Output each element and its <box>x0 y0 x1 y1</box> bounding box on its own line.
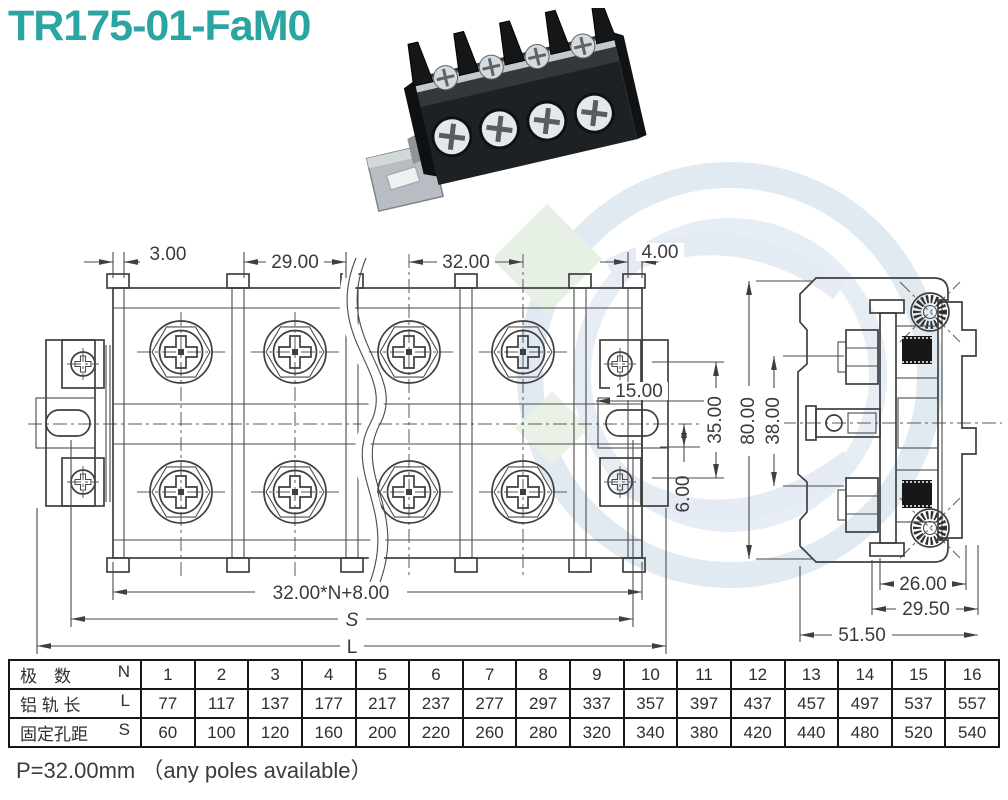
spec-cell: 14 <box>837 659 893 690</box>
terminal-block-photo <box>365 8 647 213</box>
spec-cell: 4 <box>300 659 357 690</box>
spec-cell: 520 <box>890 717 947 748</box>
dim-label: 15.00 <box>615 381 663 402</box>
spec-cell: 420 <box>729 717 786 748</box>
spec-cell: 9 <box>569 659 625 690</box>
spec-cell: 100 <box>193 717 250 748</box>
spec-cell: 380 <box>676 717 732 748</box>
spec-cell: 3 <box>247 659 303 690</box>
front-screws <box>431 92 615 158</box>
break-line <box>339 255 389 596</box>
spec-cell: 12 <box>729 659 786 690</box>
spec-cell: 177 <box>300 688 357 719</box>
spec-cell: 60 <box>140 717 196 748</box>
pitch-note: P=32.00mm （any poles available） <box>16 758 373 783</box>
dim-label: 32.00 <box>442 252 490 273</box>
spec-cell: 5 <box>354 659 411 690</box>
dim-label: 38.00 <box>763 397 784 445</box>
spec-cell: 357 <box>622 688 679 719</box>
spec-cell: 480 <box>837 717 893 748</box>
spec-cell: 160 <box>300 717 357 748</box>
front-view-dimensions: 3.00 29.00 32.00 4.00 <box>36 242 726 658</box>
dim-label: 26.00 <box>899 574 947 595</box>
spec-cell: 13 <box>783 659 840 690</box>
spec-cell: 320 <box>569 717 625 748</box>
dim-label: 3.00 <box>150 244 187 265</box>
spec-cell: 6 <box>408 659 464 690</box>
spec-cell: 200 <box>354 717 411 748</box>
spec-cell: 16 <box>944 659 1000 690</box>
terminal-screws <box>136 320 568 524</box>
spec-cell: 337 <box>569 688 625 719</box>
watermark-logo <box>491 162 943 588</box>
spec-cell: 15 <box>890 659 947 690</box>
back-screws <box>433 33 596 91</box>
din-rail-profile <box>938 301 977 539</box>
spec-cell: 537 <box>890 688 947 719</box>
dim-label: 51.50 <box>838 625 886 646</box>
spec-cell: 557 <box>944 688 1000 719</box>
spec-cell: 11 <box>676 659 732 690</box>
spec-cell: 120 <box>247 717 303 748</box>
spec-cell: 237 <box>408 688 464 719</box>
spec-cell: 2 <box>193 659 250 690</box>
spec-cell: 137 <box>247 688 303 719</box>
threaded-inserts <box>895 325 939 523</box>
side-view-dimensions: 80.00 38.00 26.00 29.50 <box>738 280 979 646</box>
spec-cell: 340 <box>622 717 679 748</box>
dim-label: L <box>347 637 358 658</box>
spec-cell: 297 <box>515 688 571 719</box>
front-view: 3.00 29.00 32.00 4.00 <box>28 242 726 658</box>
left-mount-bracket <box>35 339 111 507</box>
clamp-plate <box>869 299 905 557</box>
spec-cell: 497 <box>837 688 893 719</box>
spec-cell: 8 <box>515 659 571 690</box>
spec-cell: 260 <box>461 717 518 748</box>
knurled-screw-top <box>900 282 960 342</box>
spec-cell: 7 <box>461 659 518 690</box>
spec-cell: 1 <box>140 659 196 690</box>
spec-cell: 10 <box>622 659 679 690</box>
dim-label: 80.00 <box>738 397 759 445</box>
technical-drawing: 3.00 29.00 32.00 4.00 <box>28 242 1002 658</box>
dim-label: 32.00*N+8.00 <box>273 583 390 604</box>
dim-label: 35.00 <box>705 396 726 444</box>
dim-label: S <box>346 610 359 631</box>
side-view: 80.00 38.00 26.00 29.50 <box>738 277 1002 646</box>
spec-cell: 117 <box>193 688 250 719</box>
spec-cell: 440 <box>783 717 840 748</box>
spec-cell: 220 <box>408 717 464 748</box>
spec-cell: 540 <box>944 717 1000 748</box>
spec-cell: 397 <box>676 688 732 719</box>
spec-cell: 77 <box>140 688 196 719</box>
spec-cell: 217 <box>354 688 411 719</box>
spec-cell: 280 <box>515 717 571 748</box>
dim-label: 29.50 <box>902 599 950 620</box>
product-photo <box>365 8 647 213</box>
spec-cell: 437 <box>729 688 786 719</box>
middle-clamp <box>805 397 939 449</box>
dim-label: 29.00 <box>271 252 319 273</box>
spec-cell: 277 <box>461 688 518 719</box>
hex-bolt-top <box>837 329 879 385</box>
spec-cell: 457 <box>783 688 840 719</box>
dim-label: 4.00 <box>642 242 679 263</box>
page-title: TR175-01-FaM0 <box>8 2 311 50</box>
barrier-fins <box>407 8 617 87</box>
dim-label: 6.00 <box>673 476 694 513</box>
